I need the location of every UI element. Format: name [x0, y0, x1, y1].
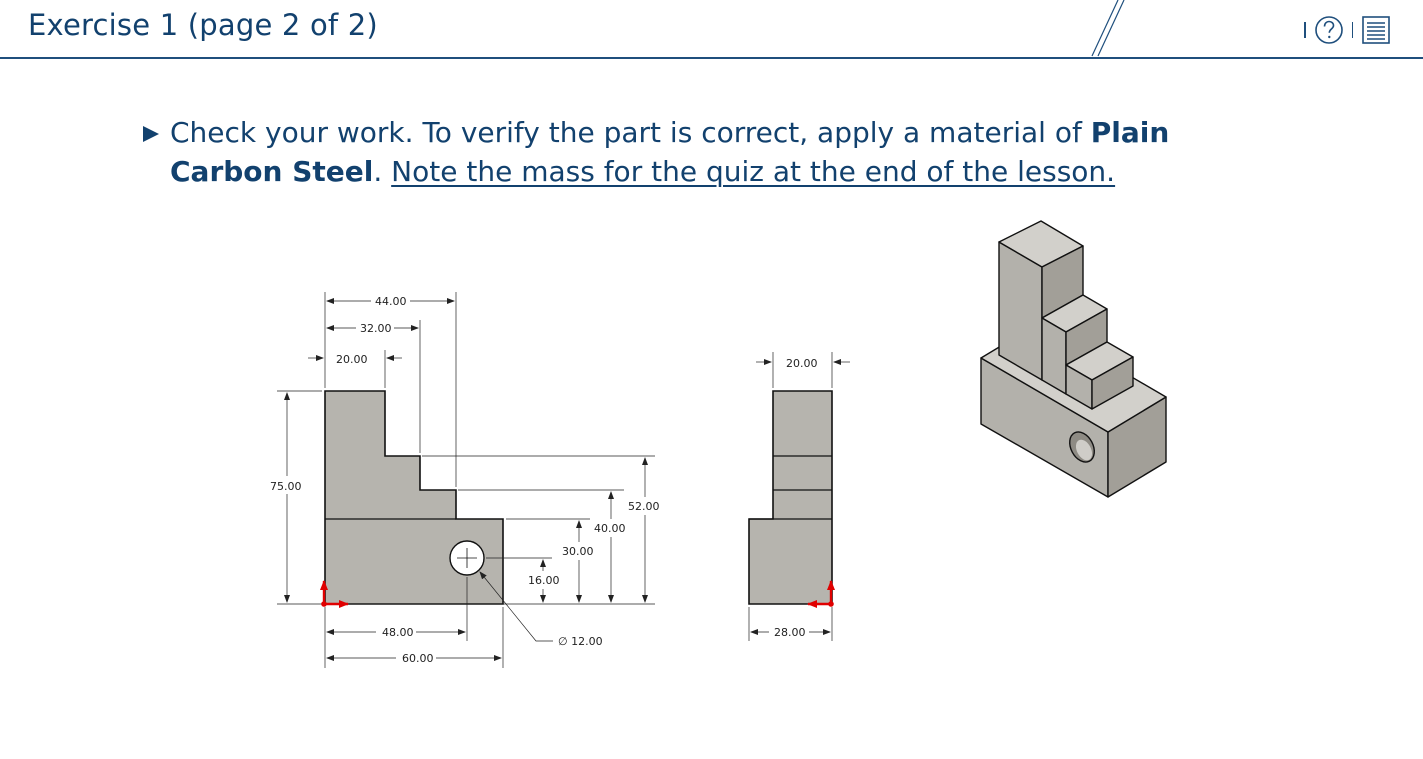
dim-20: 20.00 [336, 353, 368, 366]
instruction-bullet: Check your work. To verify the part is c… [142, 113, 1262, 191]
dim-52: 52.00 [628, 500, 660, 513]
dim-44: 44.00 [375, 295, 407, 308]
slide-header: Exercise 1 (page 2 of 2) [0, 0, 1423, 59]
decorative-slash-icon [1091, 0, 1125, 57]
dim-48: 48.00 [382, 626, 414, 639]
front-origin-axes [320, 580, 349, 608]
dim-hole-diameter: ∅ 12.00 [558, 635, 603, 648]
bullet-arrow-icon [143, 126, 159, 142]
instruction-lead: Check your work. To verify the part is c… [170, 116, 1091, 149]
toolbar-separator [1351, 22, 1353, 38]
dim-40: 40.00 [594, 522, 626, 535]
front-view: 44.00 32.00 20.00 75.00 52.00 40.00 30 [270, 292, 660, 668]
instruction-text: Check your work. To verify the part is c… [170, 113, 1262, 191]
dim-30: 30.00 [562, 545, 594, 558]
slide-title: Exercise 1 (page 2 of 2) [28, 8, 378, 42]
side-origin-axes [807, 580, 835, 608]
side-view: 20.00 28.00 [748, 352, 850, 641]
dim-16: 16.00 [528, 574, 560, 587]
mass-note: Note the mass for the quiz at the end of… [391, 155, 1116, 188]
dim-75: 75.00 [270, 480, 302, 493]
side-view-dimensions: 20.00 28.00 [750, 357, 850, 639]
header-toolbar [1296, 12, 1391, 48]
front-view-dimensions: 44.00 32.00 20.00 75.00 52.00 40.00 30 [270, 295, 660, 665]
dim-32: 32.00 [360, 322, 392, 335]
instruction-punct: . [373, 155, 392, 188]
side-dim-20: 20.00 [786, 357, 818, 370]
menu-button[interactable] [1361, 15, 1391, 45]
header-divider [0, 57, 1423, 59]
question-circle-icon [1314, 16, 1343, 44]
help-button[interactable] [1314, 15, 1344, 45]
side-dim-28: 28.00 [774, 626, 806, 639]
dim-60: 60.00 [402, 652, 434, 665]
toolbar-separator [1304, 22, 1306, 38]
isometric-view [980, 220, 1167, 498]
material-name: Plain Carbon Steel [170, 116, 1170, 188]
side-view-outline [748, 390, 833, 605]
list-icon [1362, 16, 1390, 44]
